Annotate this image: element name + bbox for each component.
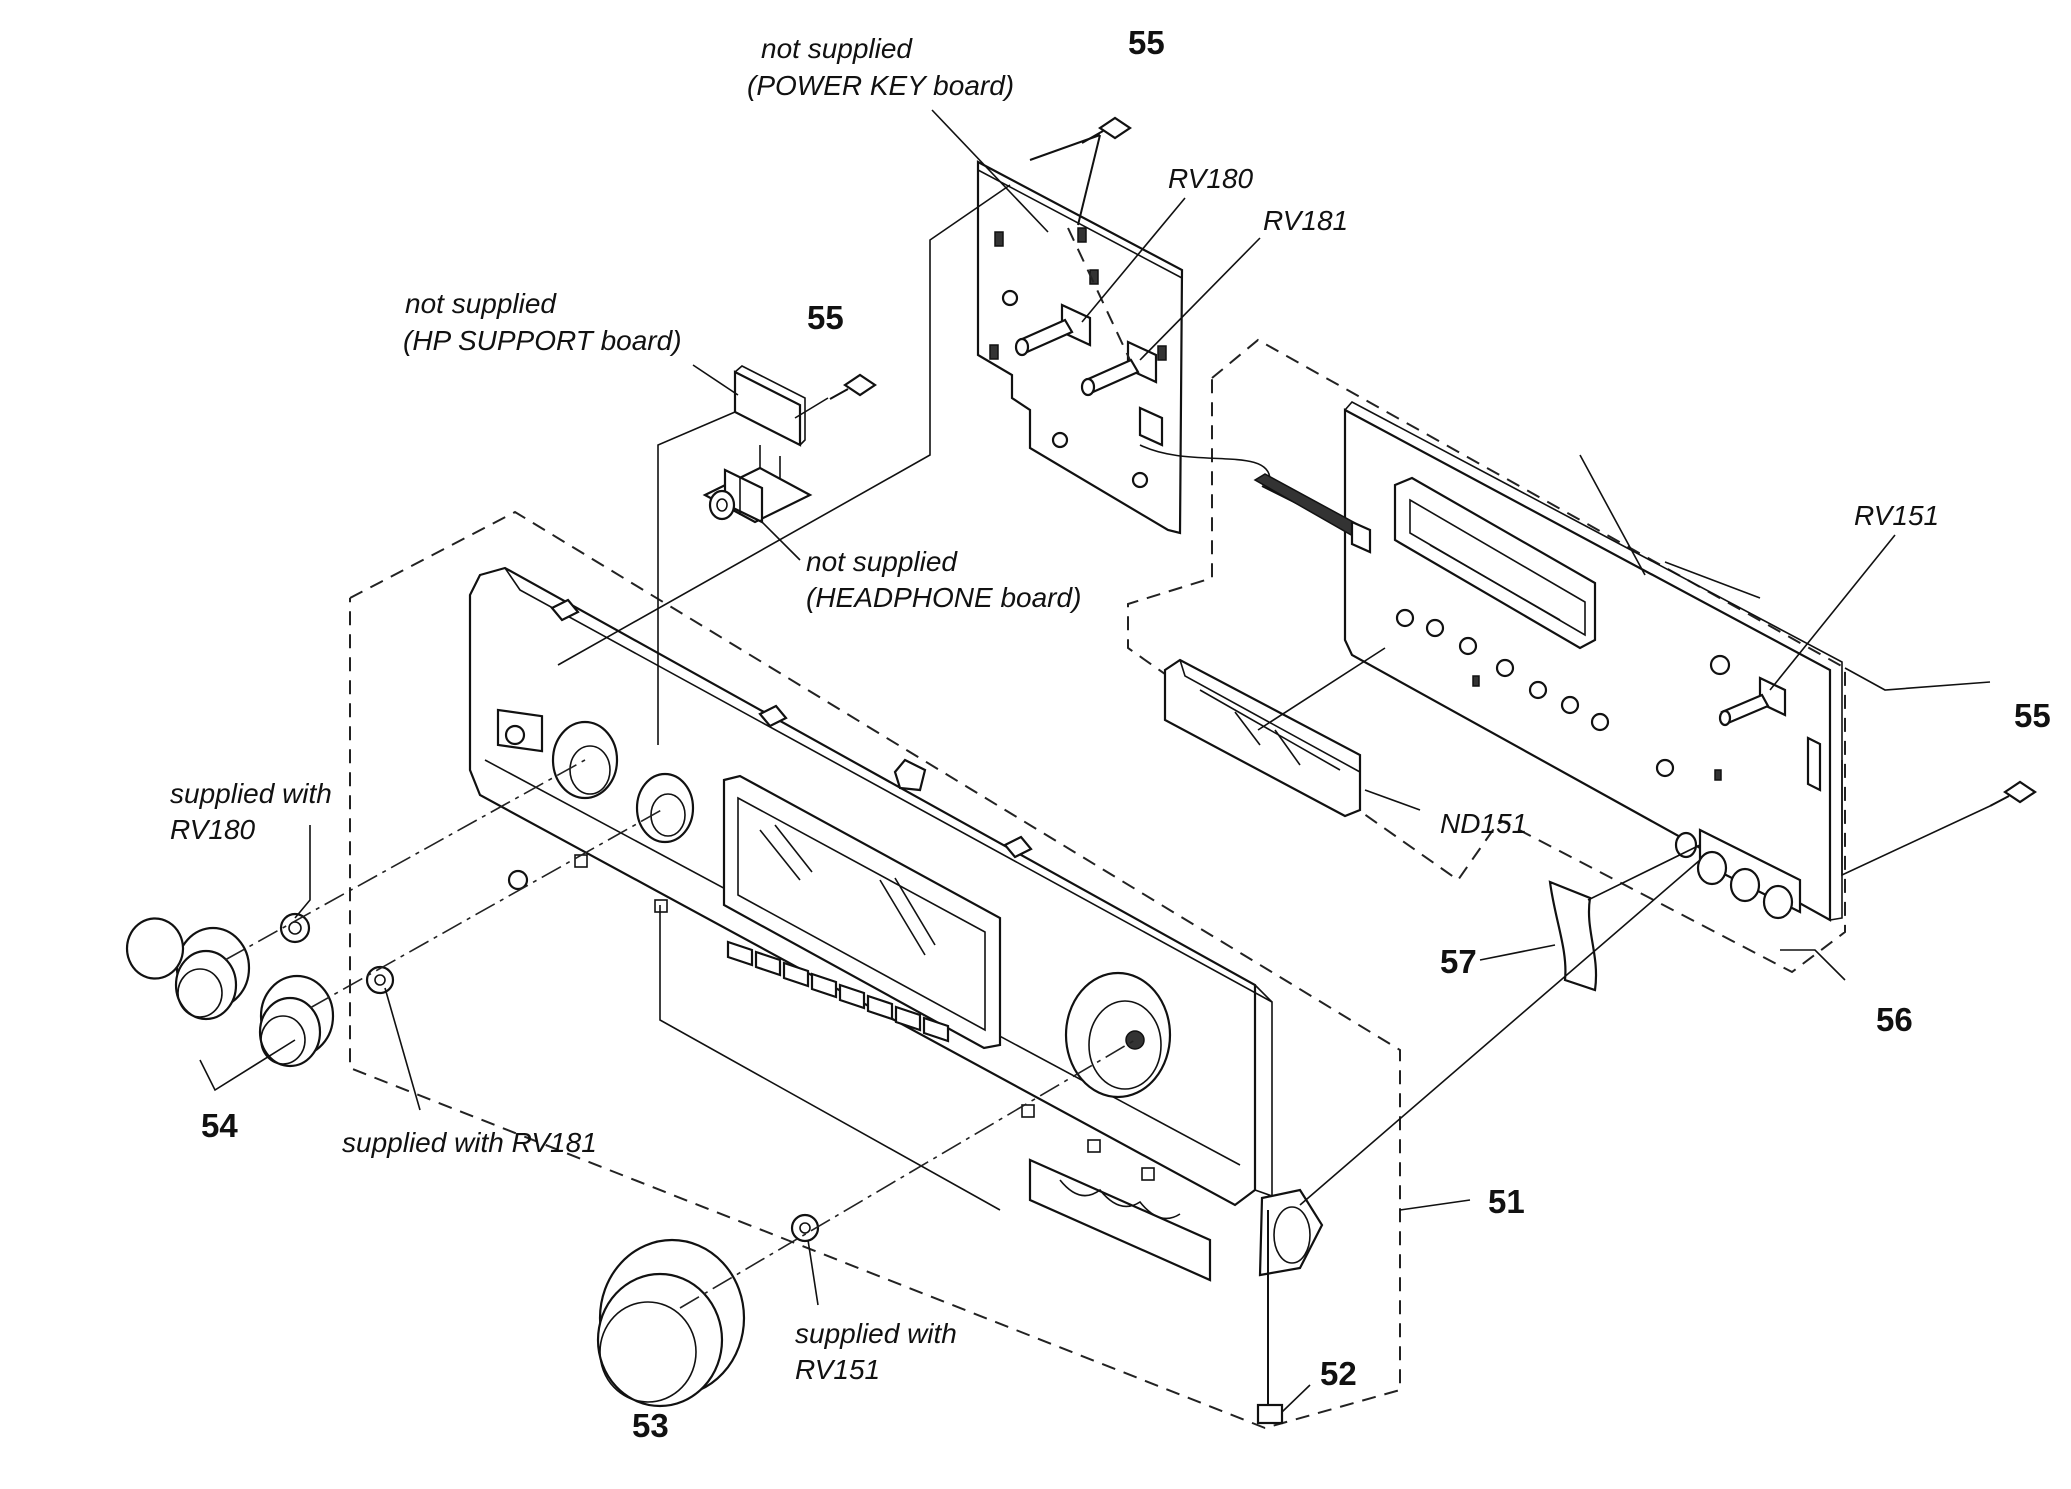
headphone-note: not supplied: [806, 546, 958, 577]
ribbon-cable-57: [1548, 880, 1598, 992]
callout-54: 54: [201, 1107, 238, 1144]
callout-57: 57: [1440, 943, 1477, 980]
front-panel-button-row: [726, 940, 950, 1043]
callout-55-hp: 55: [807, 299, 844, 336]
washer-rv151: [790, 1213, 820, 1243]
rv151-label: RV151: [1854, 500, 1940, 531]
hp-support-note: not supplied: [405, 288, 557, 319]
hp-support-board: [733, 365, 806, 478]
callout-55-top: 55: [1128, 24, 1165, 61]
headphone-board-label: (HEADPHONE board): [806, 582, 1082, 613]
callout-53: 53: [632, 1407, 669, 1444]
rv181-label: RV181: [1263, 205, 1349, 236]
screw-55-hp: [829, 373, 877, 400]
washer-rv181: [365, 965, 395, 995]
screw-55-right: [1989, 780, 2037, 807]
small-knob-rv180: [125, 917, 251, 1021]
callout-55-right: 55: [2014, 697, 2051, 734]
washer-rv180: [279, 912, 311, 944]
callout-56: 56: [1876, 1001, 1913, 1038]
small-knob-rv181: [258, 974, 335, 1068]
supplied-rv180-line2: RV180: [170, 814, 256, 845]
supplied-rv151-line2: RV151: [795, 1354, 881, 1385]
nd151-label: ND151: [1440, 808, 1528, 839]
callout-52: 52: [1320, 1355, 1357, 1392]
main-volume-knob-53: [596, 1238, 746, 1408]
front-panel: [468, 566, 1324, 1425]
headphone-board: [702, 466, 813, 524]
supplied-rv180-line1: supplied with: [170, 778, 332, 809]
rv180-label: RV180: [1168, 163, 1254, 194]
power-key-note: not supplied: [761, 33, 913, 64]
hp-support-board-label: (HP SUPPORT board): [403, 325, 682, 356]
display-board: [1139, 400, 1843, 922]
display-board-assembly-outline: [1127, 338, 1846, 974]
callout-51: 51: [1488, 1183, 1525, 1220]
supplied-rv181-label: supplied with RV181: [342, 1127, 597, 1158]
foot-52: [1256, 1403, 1284, 1425]
power-key-board-label: (POWER KEY board): [747, 70, 1015, 101]
front-panel-assembly-outline: [349, 510, 1401, 1430]
power-key-board: [976, 160, 1184, 535]
nd151-display-tube: [1163, 658, 1362, 818]
supplied-rv151-line1: supplied with: [795, 1318, 957, 1349]
